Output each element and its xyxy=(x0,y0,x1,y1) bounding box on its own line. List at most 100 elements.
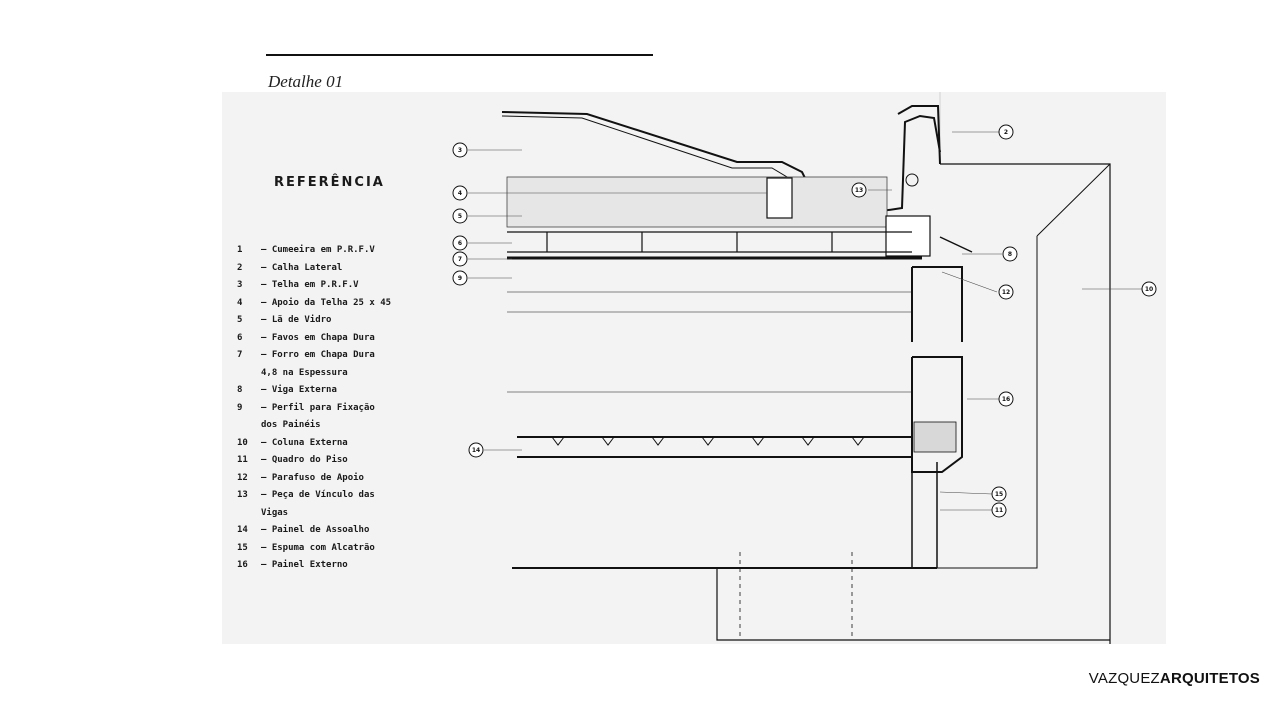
outer-column-outline xyxy=(940,163,1111,644)
callout-label: 11 xyxy=(995,507,1003,514)
legend-item-text: Painel Externo xyxy=(271,560,348,570)
callout-label: 5 xyxy=(458,213,462,220)
slide-title: Detalhe 01 xyxy=(268,72,344,91)
legend-item: dos Painéis xyxy=(237,417,391,435)
callout-marker: 15 xyxy=(991,486,1007,502)
legend-item-separator: – xyxy=(261,280,272,290)
callout-marker: 16 xyxy=(998,391,1014,407)
legend-item-text: Calha Lateral xyxy=(271,262,343,273)
wall-panel-core xyxy=(913,421,957,453)
legend-item-text: Apoio da Telha 25 x 45 xyxy=(271,297,392,308)
callout-marker: 2 xyxy=(998,124,1014,140)
wall-panel xyxy=(911,266,963,342)
legend-item-separator: – xyxy=(261,437,272,448)
construction-detail-drawing: 2 3 13 4 5 6 7 xyxy=(222,92,1166,644)
callout-label: 3 xyxy=(458,147,462,154)
legend-item-number: 16 xyxy=(237,560,248,570)
tile-support xyxy=(766,177,793,219)
bolt-circle xyxy=(905,173,919,187)
legend-item-number: 8 xyxy=(237,385,243,395)
callout-label: 6 xyxy=(458,240,462,247)
legend-item-number: 12 xyxy=(237,472,248,483)
legend-item-text: Perfil para Fixação xyxy=(271,402,375,413)
legend-item-separator: – xyxy=(261,402,272,413)
callout-marker: 4 xyxy=(452,185,468,201)
legend-item: 7– Forro em Chapa Dura xyxy=(237,347,391,365)
legend-item-separator: – xyxy=(261,455,272,465)
legend-item-text: Favos em Chapa Dura xyxy=(271,332,375,343)
callout-label: 10 xyxy=(1145,286,1153,293)
brand-bold: ARQUITETOS xyxy=(1159,670,1260,687)
legend-item-separator: – xyxy=(261,385,272,395)
legend-item-text: Coluna Externa xyxy=(271,437,348,448)
legend-item: 12– Parafuso de Apoio xyxy=(237,470,391,488)
legend-item: 14– Painel de Assoalho xyxy=(237,522,391,540)
legend-item: 11 – Quadro do Piso xyxy=(237,452,391,470)
legend-item-number: 13 xyxy=(237,490,248,500)
legend-item-text: Telha em P.R.F.V xyxy=(271,280,359,290)
column-inner-line xyxy=(717,236,1038,569)
callout-marker: 6 xyxy=(452,235,468,251)
brand-logo: VAZQUEZARQUITETOS xyxy=(1089,670,1260,687)
legend-item-text: Espuma com Alcatrão xyxy=(271,542,375,553)
legend-item-separator: – xyxy=(261,315,272,325)
legend-item: Vigas xyxy=(237,505,391,523)
legend-item-number: 2 xyxy=(237,262,243,273)
legend-item-separator: – xyxy=(261,472,272,483)
legend-item-text: Vigas xyxy=(261,507,289,518)
callout-marker: 12 xyxy=(998,284,1014,300)
legend-item-text: Quadro do Piso xyxy=(271,455,348,465)
legend-item-text: Peça de Vínculo das xyxy=(271,490,375,500)
floor-panel-joints xyxy=(551,436,865,446)
legend-item-number: 11 xyxy=(237,455,248,465)
callout-label: 14 xyxy=(472,447,480,454)
legend-item-number: 15 xyxy=(237,542,248,553)
legend-item: 4 – Apoio da Telha 25 x 45 xyxy=(237,295,391,313)
legend-item-text: 4,8 na Espessura xyxy=(261,367,348,378)
callout-label: 7 xyxy=(458,256,462,263)
legend-item-text: dos Painéis xyxy=(261,420,321,430)
callout-label: 4 xyxy=(458,190,462,197)
legend-item-separator: – xyxy=(261,297,272,308)
beam-extension xyxy=(939,236,973,253)
legend-item-separator: – xyxy=(261,245,272,255)
legend-item: 9 – Perfil para Fixação xyxy=(237,400,391,418)
callout-label: 16 xyxy=(1002,396,1010,403)
legend-item: 6– Favos em Chapa Dura xyxy=(237,330,391,348)
legend-item-number: 9 xyxy=(237,402,243,413)
legend-item: 8– Viga Externa xyxy=(237,382,391,400)
legend-item-separator: – xyxy=(261,350,272,360)
legend-item-number: 4 xyxy=(237,297,243,308)
column-diagonal xyxy=(1036,163,1111,237)
legend-item-number: 5 xyxy=(237,315,243,325)
leader-15 xyxy=(939,491,993,495)
legend-item-text: Painel de Assoalho xyxy=(271,525,370,535)
callout-marker: 3 xyxy=(452,142,468,158)
gutter xyxy=(897,105,941,165)
callout-marker: 11 xyxy=(991,502,1007,518)
callout-label: 9 xyxy=(458,275,462,282)
legend-item-separator: – xyxy=(261,542,272,553)
legend-item: 10– Coluna Externa xyxy=(237,435,391,453)
callout-marker: 5 xyxy=(452,208,468,224)
callout-markers: 2 3 13 4 5 6 7 xyxy=(452,124,1157,518)
leader-12 xyxy=(941,271,998,293)
beam-top-block xyxy=(885,215,931,257)
ceiling-favos xyxy=(507,231,912,253)
legend-item: 2 – Calha Lateral xyxy=(237,260,391,278)
legend-item-text: Cumeeira em P.R.F.V xyxy=(271,245,375,255)
legend-item: 3– Telha em P.R.F.V xyxy=(237,277,391,295)
title-rule xyxy=(266,54,653,56)
callout-marker: 9 xyxy=(452,270,468,286)
wall-panel-lower xyxy=(911,356,963,473)
callout-marker: 13 xyxy=(851,182,867,198)
callout-marker: 8 xyxy=(1002,246,1018,262)
legend-item: 1– Cumeeira em P.R.F.V xyxy=(237,242,391,260)
legend-item-separator: – xyxy=(261,262,272,273)
legend-item: 15 – Espuma com Alcatrão xyxy=(237,540,391,558)
legend-item-separator: – xyxy=(261,490,272,500)
insulation-layer xyxy=(506,176,888,228)
legend-list: 1– Cumeeira em P.R.F.V 2 – Calha Lateral 3–… xyxy=(237,242,391,575)
legend-item-text: Forro em Chapa Dura xyxy=(271,350,375,360)
callout-label: 8 xyxy=(1008,251,1012,258)
